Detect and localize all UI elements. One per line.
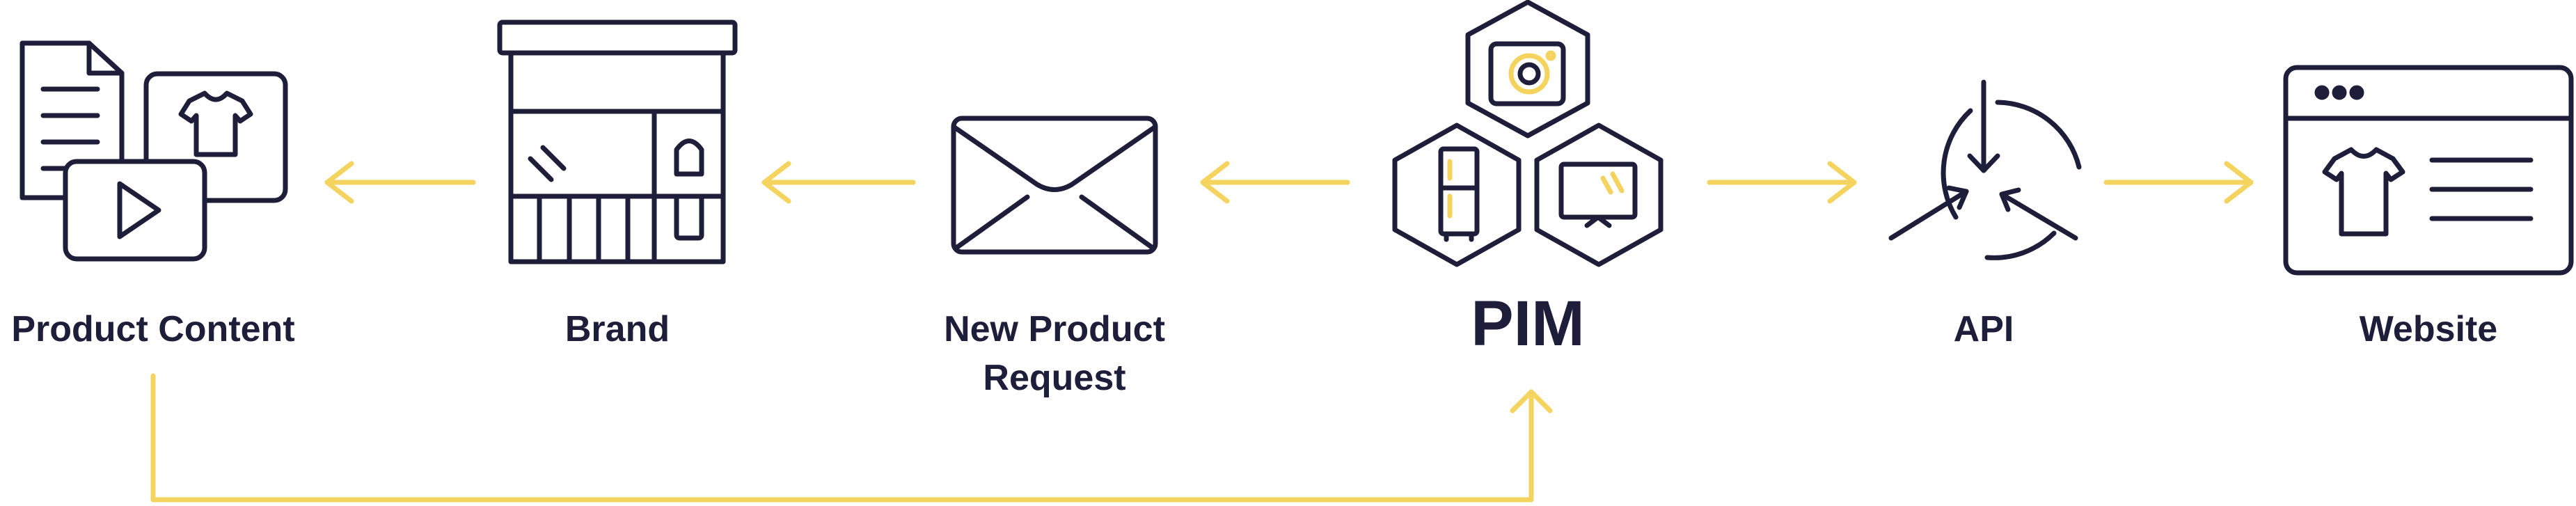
api-label: API: [1953, 309, 2014, 349]
product-content-icon: [19, 40, 288, 262]
pim-icon: [1392, 0, 1664, 267]
website-label: Website: [2359, 309, 2498, 349]
fridge-hex-icon: [1392, 122, 1522, 267]
pim-label: PIM: [1471, 288, 1585, 359]
new-product-request-line1: New Product: [944, 309, 1165, 349]
tv-hex-icon: [1534, 122, 1664, 267]
api-arrows-icon: [1888, 79, 2082, 260]
new-product-request-label: New Product Request: [880, 305, 1228, 402]
arrow-api-to-website: [2103, 161, 2254, 204]
camera-hex-icon: [1465, 0, 1590, 139]
brand-label: Brand: [564, 309, 670, 349]
arrow-content-to-pim: [150, 373, 1553, 503]
arrow-request-to-brand: [761, 161, 916, 204]
arrow-brand-to-content: [324, 161, 476, 204]
storefront-icon: [497, 19, 738, 264]
arrow-pim-to-api: [1707, 161, 1857, 204]
new-product-request-line2: Request: [983, 358, 1126, 398]
video-play-icon: [63, 159, 207, 262]
browser-window-icon: [2283, 65, 2574, 276]
product-content-label: Product Content: [11, 309, 295, 349]
envelope-icon: [951, 116, 1158, 255]
arrow-pim-to-request: [1200, 161, 1350, 204]
